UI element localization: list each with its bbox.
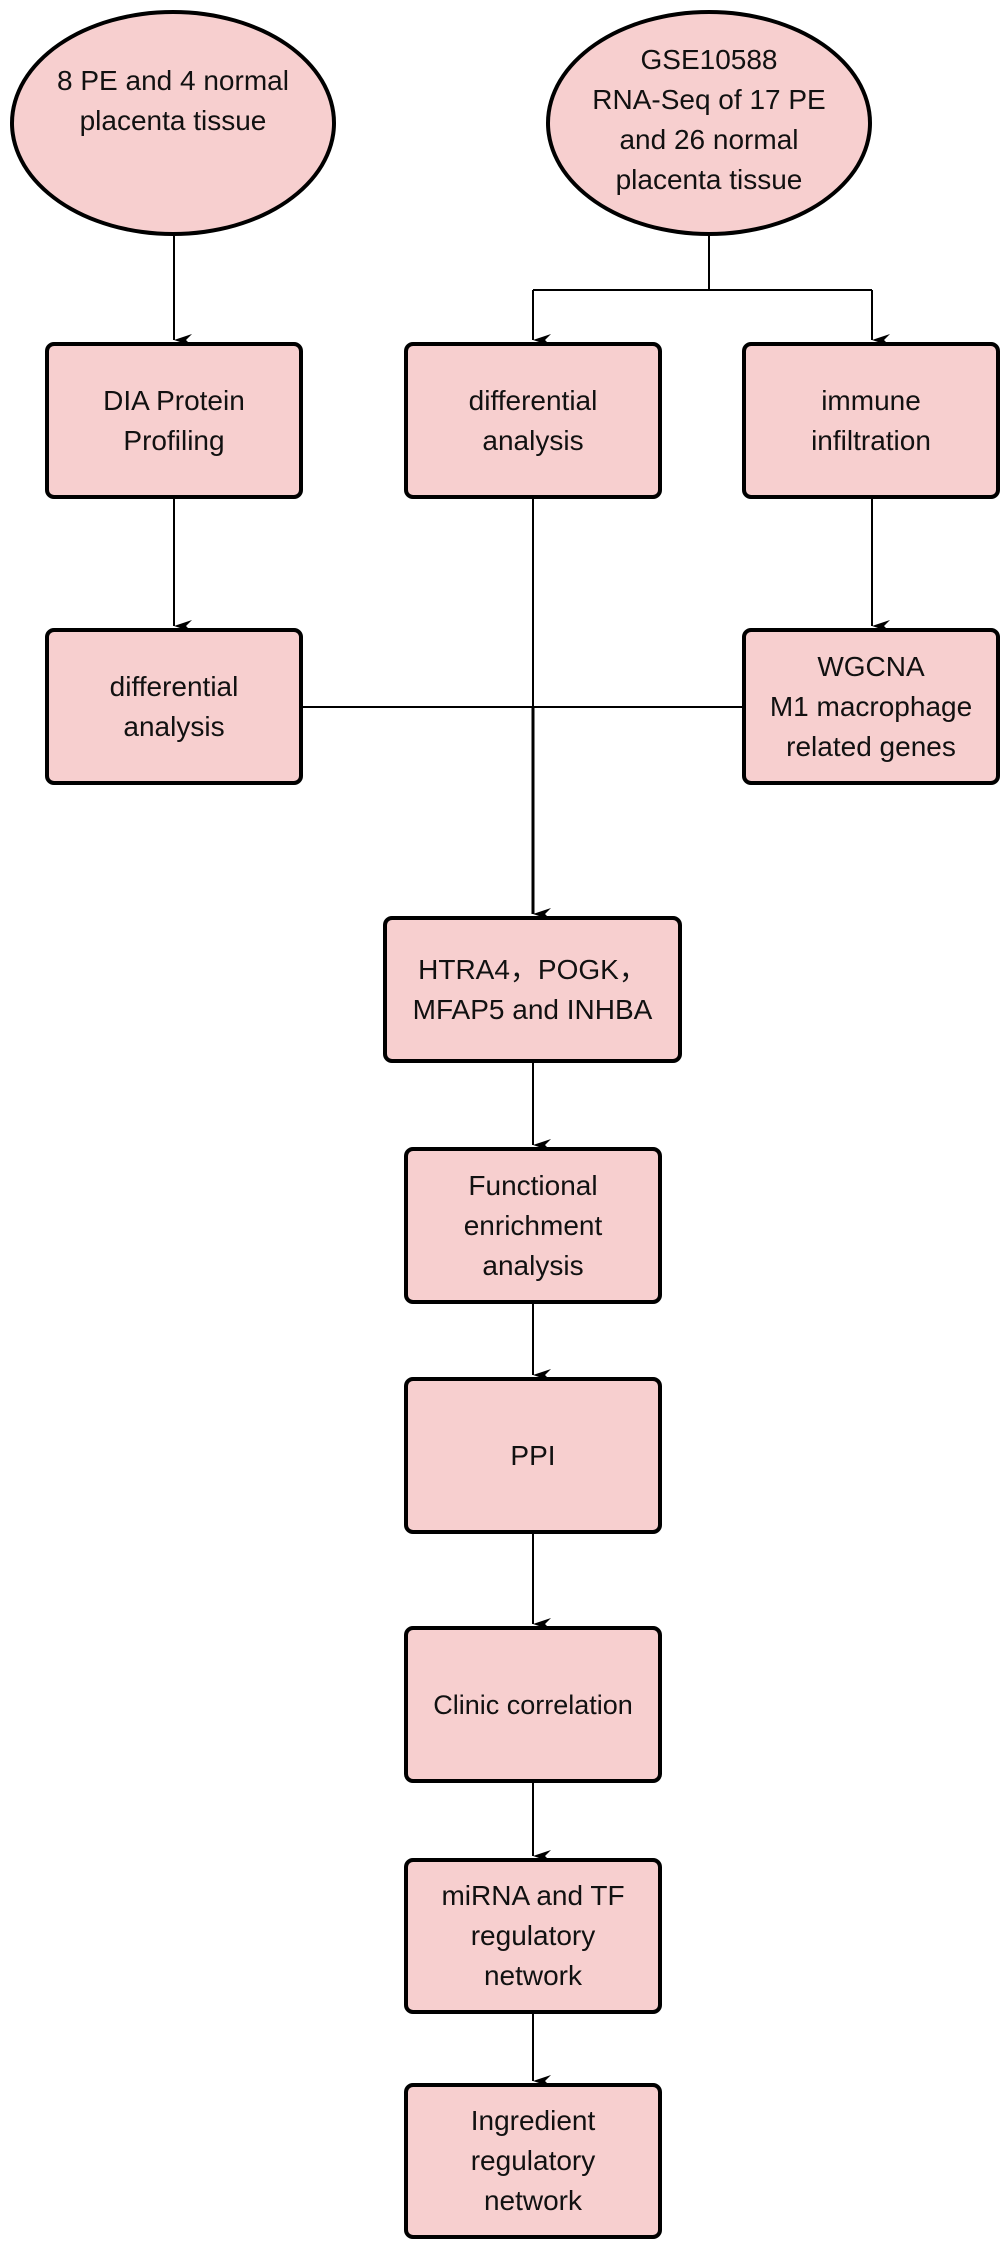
node-label: Functional enrichment analysis (463, 1169, 603, 1281)
node-label: Ingredient regulatory network (470, 2105, 596, 2216)
node-label: Clinic correlation (433, 1689, 633, 1720)
node-source-gse10588: GSE10588 RNA-Seq of 17 PE and 26 normal … (546, 10, 872, 236)
node-ppi: PPI (404, 1377, 662, 1534)
node-label: DIA Protein Profiling (103, 384, 245, 456)
node-mirna-tf-network: miRNA and TF regulatory network (404, 1858, 662, 2014)
node-label: WGCNA M1 macrophage related genes (769, 650, 973, 762)
node-label: HTRA4，POGK， MFAP5 and INHBA (412, 953, 653, 1025)
node-wgcna-m1: WGCNA M1 macrophage related genes (742, 628, 1000, 785)
node-differential-analysis-rna: differential analysis (404, 342, 662, 499)
node-label: GSE10588 RNA-Seq of 17 PE and 26 normal … (592, 44, 826, 195)
node-dia-protein-profiling: DIA Protein Profiling (45, 342, 303, 499)
node-functional-enrichment: Functional enrichment analysis (404, 1147, 662, 1304)
node-label: immune infiltration (811, 384, 931, 456)
node-source-pe-tissue: 8 PE and 4 normal placenta tissue (10, 10, 336, 236)
node-label: 8 PE and 4 normal placenta tissue (57, 65, 289, 136)
node-clinic-correlation: Clinic correlation (404, 1626, 662, 1783)
node-ingredient-network: Ingredient regulatory network (404, 2083, 662, 2239)
node-hub-genes: HTRA4，POGK， MFAP5 and INHBA (383, 916, 682, 1063)
node-differential-analysis-protein: differential analysis (45, 628, 303, 785)
node-label: miRNA and TF regulatory network (441, 1880, 625, 1991)
node-label: differential analysis (468, 384, 598, 456)
node-label: PPI (510, 1439, 556, 1471)
node-label: differential analysis (109, 670, 239, 742)
node-immune-infiltration: immune infiltration (742, 342, 1000, 499)
